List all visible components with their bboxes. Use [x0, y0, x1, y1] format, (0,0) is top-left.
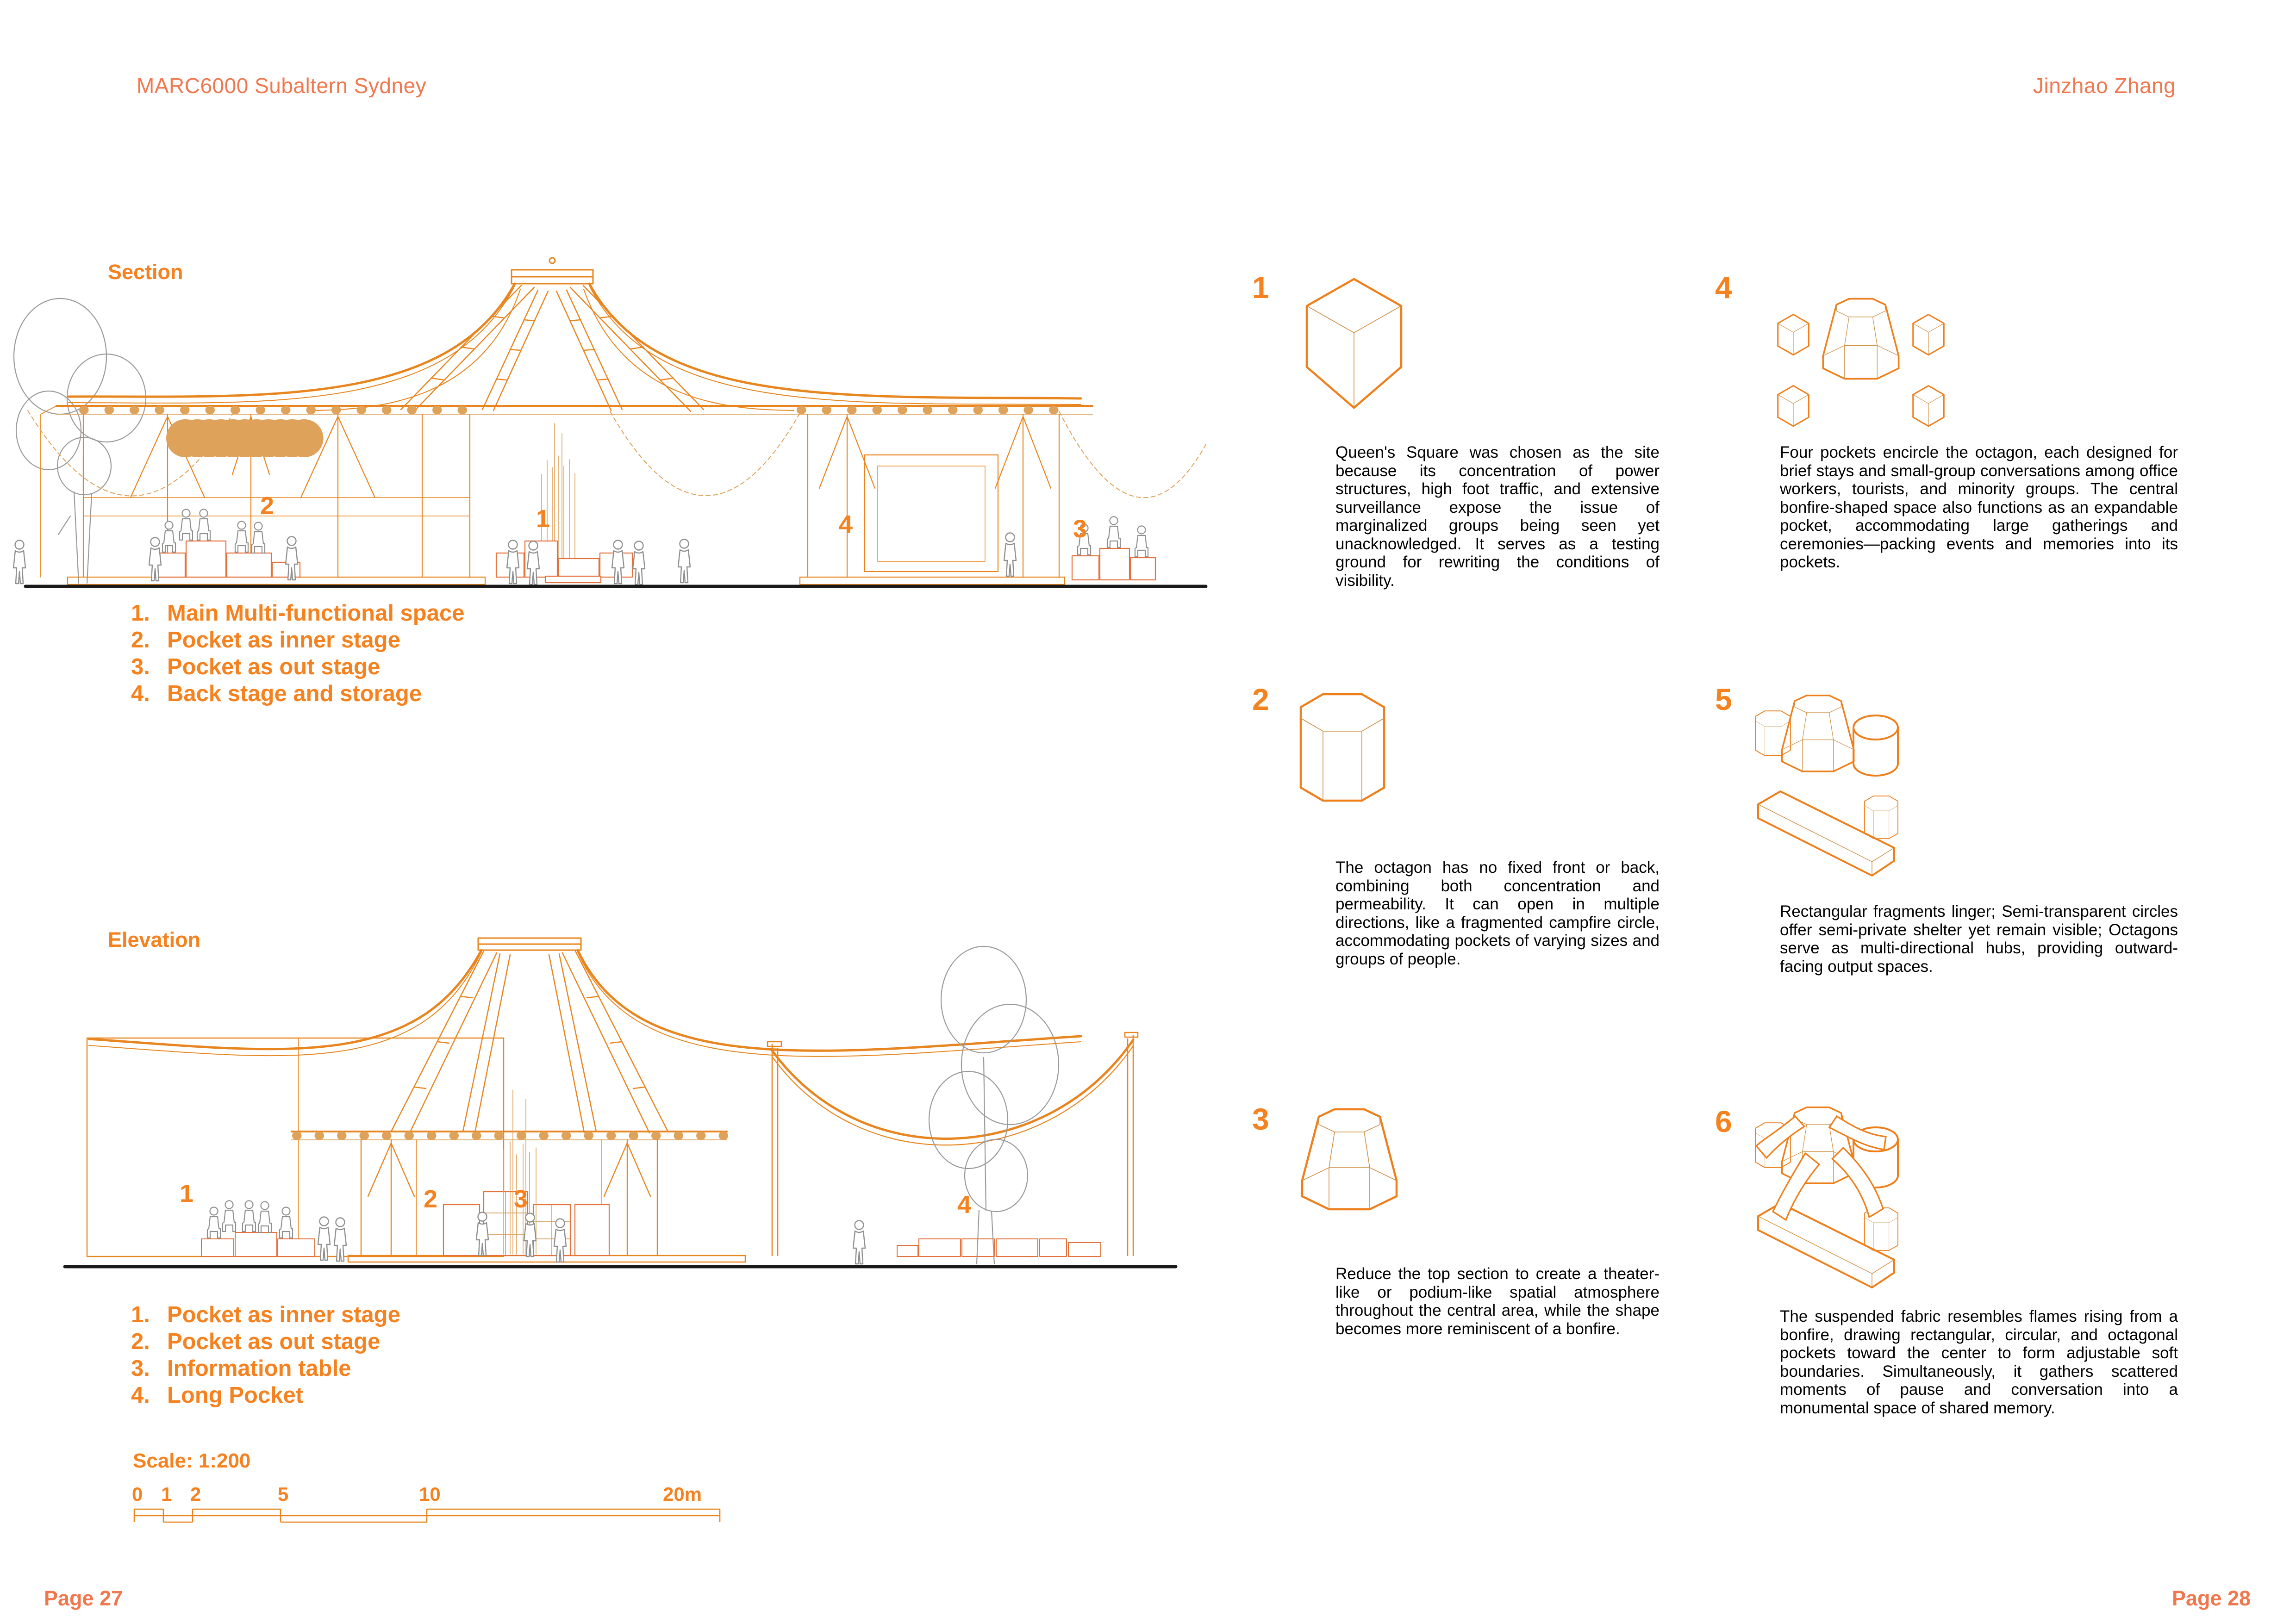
diagram-cell-6: 6 [1708, 1076, 2180, 1483]
diagram-3-caption: Reduce the top section to create a theat… [1335, 1265, 1660, 1338]
legend-row: 2. Pocket as out stage [131, 1328, 400, 1355]
diagram-4-caption: Four pockets encircle the octagon, each … [1780, 443, 2178, 572]
cube-diagram [1294, 271, 1414, 417]
legend-label: Pocket as inner stage [167, 628, 400, 653]
section-drawing [12, 257, 1208, 588]
diagram-5-caption: Rectangular fragments linger; Semi-trans… [1780, 902, 2178, 976]
octagon-four-pockets-diagram [1777, 298, 1945, 427]
left-page-number: Page 27 [44, 1586, 123, 1610]
right-canopy [767, 1032, 1139, 1256]
diagram-2-number: 2 [1252, 682, 1269, 716]
legend-num: 1. [131, 1302, 150, 1327]
diagram-cell-1: 1 Queen's Square was chosen as the site … [1245, 257, 1662, 622]
right-page-number: Page 28 [2172, 1586, 2251, 1610]
diagram-cell-3: 3 Reduce the top section to create a the… [1245, 1076, 1662, 1442]
legend-row: 4. Back stage and storage [131, 680, 464, 707]
octagon-prism-diagram [1296, 690, 1389, 812]
elevation-callout-1: 1 [180, 1180, 194, 1207]
diagram-3-number: 3 [1252, 1102, 1269, 1136]
legend-row: 2. Pocket as inner stage [131, 627, 464, 653]
diagram-cell-2: 2 The octagon has no fixed front or back… [1245, 669, 1662, 1034]
legend-label: Pocket as out stage [167, 1329, 381, 1354]
elevation-callout-2: 2 [424, 1185, 438, 1213]
right-page-header: Jinzhao Zhang [2033, 74, 2176, 98]
section-callout-4: 4 [839, 510, 853, 538]
fragments-diagram [1755, 695, 1899, 877]
section-title: Section [108, 260, 183, 284]
scale-tick: 20m [663, 1483, 702, 1505]
elevation-legend: 1. Pocket as inner stage 2. Pocket as out … [131, 1301, 400, 1409]
elevation-callout-3: 3 [514, 1185, 528, 1213]
suspended-fabric-diagram [1755, 1107, 1899, 1289]
legend-num: 3. [131, 654, 150, 679]
legend-num: 1. [131, 601, 150, 626]
section-callout-2: 2 [260, 492, 275, 520]
diagram-4-number: 4 [1715, 270, 1732, 305]
scale-tick: 1 [161, 1483, 172, 1505]
scale-bar [133, 1508, 721, 1523]
legend-row: 3. Pocket as out stage [131, 653, 464, 680]
benches-right [897, 1238, 1101, 1257]
elevation-drawing [63, 937, 1178, 1269]
scale-tick: 0 [132, 1483, 143, 1505]
elevation-title: Elevation [108, 928, 201, 951]
legend-row: 1. Main Multi-functional space [131, 600, 464, 627]
section-callout-3: 3 [1073, 515, 1087, 543]
info-tables [443, 1191, 610, 1256]
legend-row: 1. Pocket as inner stage [131, 1301, 400, 1328]
legend-row: 4. Long Pocket [131, 1382, 400, 1409]
scale-tick: 10 [419, 1483, 441, 1505]
diagram-1-caption: Queen's Square was chosen as the site be… [1335, 443, 1660, 590]
legend-label: Long Pocket [167, 1383, 304, 1408]
legend-num: 2. [131, 628, 150, 653]
bonfire-frustum-diagram [1294, 1099, 1405, 1217]
diagram-1-number: 1 [1252, 270, 1269, 305]
left-steps [201, 1232, 315, 1257]
left-page-header: MARC6000 Subaltern Sydney [137, 74, 427, 98]
legend-label: Pocket as out stage [167, 654, 381, 679]
elevation-callout-4: 4 [957, 1191, 972, 1219]
scale-label: Scale: 1:200 [133, 1449, 251, 1472]
tree-right [928, 945, 1060, 1265]
diagram-cell-5: 5 Rectangular fragments linger; Semi-tra… [1708, 669, 2180, 1034]
diagram-2-caption: The octagon has no fixed front or back, … [1335, 858, 1660, 968]
diagram-cell-4: 4 Four pockets encircle the octagon, eac… [1708, 257, 2180, 622]
scale-tick: 2 [190, 1483, 201, 1505]
legend-label: Back stage and storage [167, 681, 422, 706]
legend-num: 4. [131, 1383, 150, 1408]
scale-tick: 5 [278, 1483, 289, 1505]
legend-label: Pocket as inner stage [167, 1302, 400, 1327]
legend-label: Information table [167, 1356, 351, 1381]
diagram-6-number: 6 [1715, 1104, 1732, 1138]
diagram-6-caption: The suspended fabric resembles flames ri… [1780, 1307, 2178, 1417]
legend-num: 2. [131, 1329, 150, 1354]
legend-num: 4. [131, 681, 150, 706]
legend-row: 3. Information table [131, 1355, 400, 1382]
tree-left [13, 298, 147, 584]
section-callout-1: 1 [536, 505, 550, 533]
legend-label: Main Multi-functional space [167, 601, 465, 626]
section-legend: 1. Main Multi-functional space 2. Pocket a… [131, 600, 464, 707]
diagram-5-number: 5 [1715, 682, 1732, 716]
legend-num: 3. [131, 1356, 150, 1381]
